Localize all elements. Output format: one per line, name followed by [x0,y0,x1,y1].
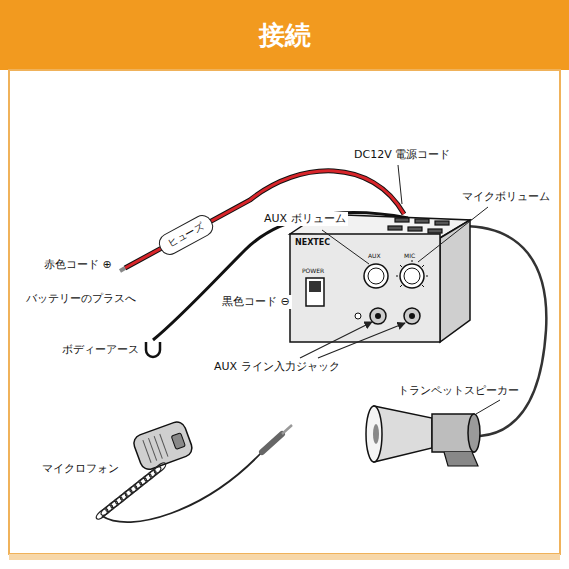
header-band [0,0,569,70]
callout-label: DC12V 電源コード [352,148,452,162]
callout-label: マイクボリューム [460,190,552,204]
panel-marking: MIC [404,252,415,260]
mic-dial-ticks [396,260,428,287]
speaker-throat [373,424,379,444]
wire-tip [120,268,125,271]
callout-label: ボディーアース [60,343,141,357]
mic-knob-inner [404,268,420,284]
speaker-cable [462,226,546,436]
aux-knob [364,264,388,288]
arrow-line [318,323,405,358]
mic-cord [102,452,262,522]
callout-label: 黒色コード ⊖ [220,295,292,309]
amp-vents [388,218,449,233]
callout-label: トランペットスピーカー [396,384,521,398]
mic-knob [400,264,424,288]
callout-label: マイクロフォン [40,462,121,476]
bottom-band [9,554,560,560]
power-switch [306,278,324,306]
leader-line [398,165,402,204]
mic-plug [262,434,282,452]
aux-knob-inner [368,268,384,284]
leader-line [418,207,488,262]
header-title: 接続 [0,0,569,70]
callout-label: バッテリーのプラスへ [24,292,138,306]
callout-label: AUX ボリューム [262,212,348,226]
microphone [131,420,194,472]
callout-label: AUX ライン入力ジャック [212,360,342,374]
amp-side [440,220,470,342]
speaker-mouth [366,406,382,462]
indicator-lamp [355,313,361,319]
content-frame [9,70,560,554]
power-switch-rocker [309,281,321,292]
callout-label: 赤色コード ⊕ [42,258,114,272]
aux-jack-hole [375,313,381,319]
panel-marking: AUX [368,252,381,260]
mic-jack-hole [409,313,415,319]
ground-lug [146,342,160,357]
plug-tip [282,425,292,434]
aux-jack [370,308,386,324]
leader-line [476,400,500,414]
speaker-bracket [444,452,478,466]
mic-jack [404,308,420,324]
speaker-back [468,414,480,452]
panel-marking: POWER [302,267,324,275]
panel-marking: NEXTEC [295,238,330,248]
